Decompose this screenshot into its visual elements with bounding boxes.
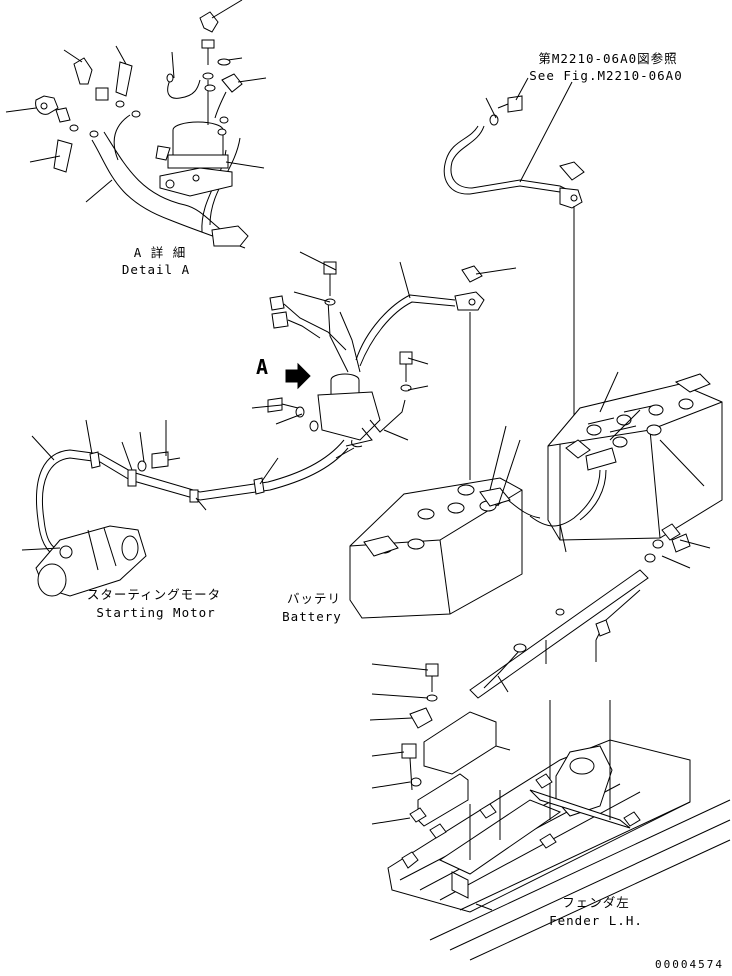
see-fig-label-jp: 第M2210-06A0図参照 xyxy=(538,51,678,66)
fender-bracket-group xyxy=(369,523,731,961)
detail-a-label-jp: A 詳 細 xyxy=(133,245,187,260)
drawing-number: 00004574 xyxy=(655,958,724,971)
see-fig-label-en: See Fig.M2210-06A0 xyxy=(529,68,683,83)
fender-label-jp: フェンダ左 xyxy=(562,895,630,910)
fender-label-en: Fender L.H. xyxy=(549,913,643,928)
starting-motor-label-en: Starting Motor xyxy=(96,605,216,620)
detail-a-label-en: Detail A xyxy=(121,262,191,277)
starting-motor-label-jp: スターティングモータ xyxy=(86,587,222,602)
battery-group xyxy=(349,371,723,619)
battery-label-jp: バッテリ xyxy=(286,591,342,606)
starting-motor-group xyxy=(21,419,349,597)
top-right-cable-group xyxy=(443,77,585,480)
detail-a-group xyxy=(5,0,267,249)
relay-group xyxy=(251,251,517,459)
bold-right-arrow-icon xyxy=(285,362,311,390)
view-a-label: A xyxy=(256,355,269,379)
battery-label-en: Battery xyxy=(282,609,342,624)
